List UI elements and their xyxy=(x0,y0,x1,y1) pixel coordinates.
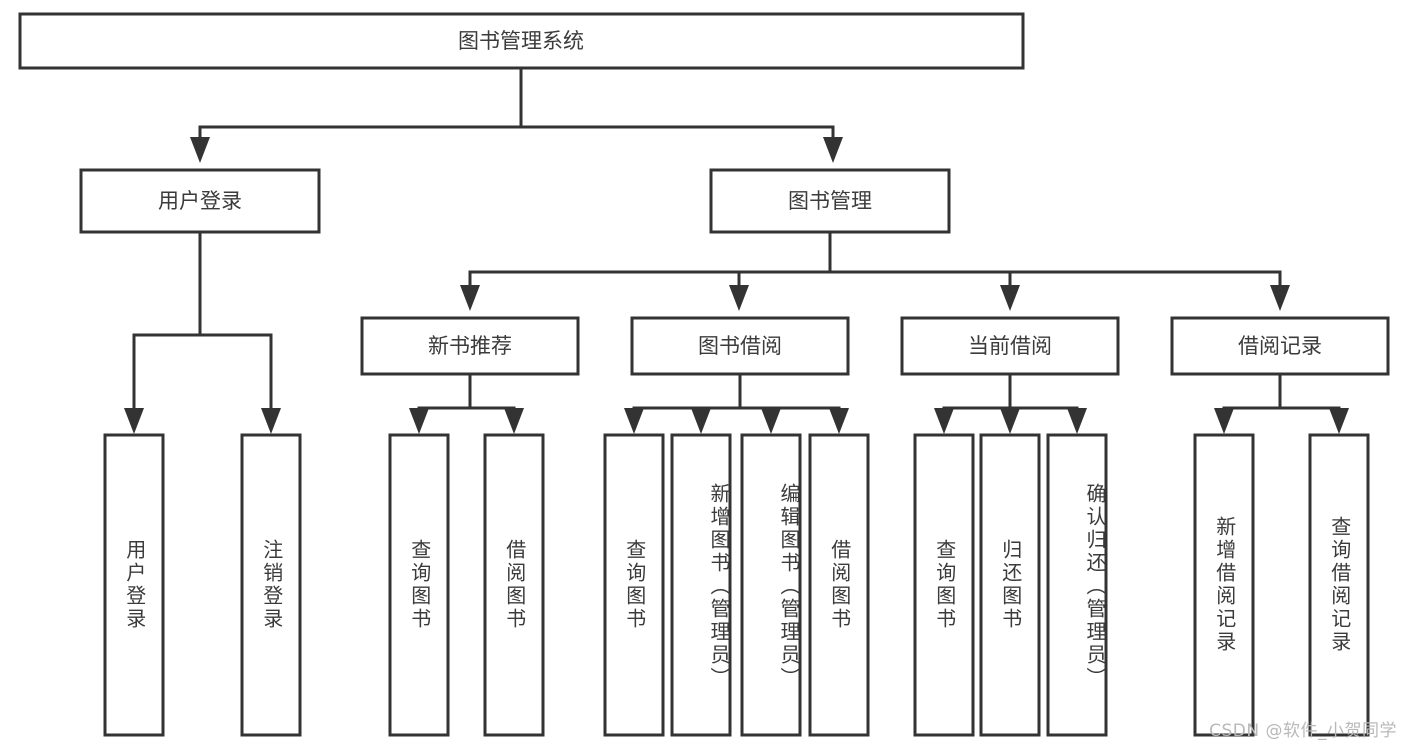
arrow-head-icon xyxy=(1214,408,1234,434)
book-management-label: 图书管理 xyxy=(788,189,872,213)
connector-borrow-record-leaves xyxy=(1214,372,1349,434)
arrow-head-icon xyxy=(504,408,524,434)
leaf-box-book-borrow-2[interactable] xyxy=(740,433,802,737)
new-book-recommend-label: 新书推荐 xyxy=(428,334,512,358)
leaf-box-new-book-1[interactable] xyxy=(483,433,545,737)
user-login-box[interactable] xyxy=(79,168,321,234)
leaf-box-book-borrow-1[interactable] xyxy=(670,433,732,737)
new-book-recommend-box[interactable] xyxy=(360,316,580,376)
arrow-head-icon xyxy=(1000,408,1020,434)
connector-current-borrow-leaves xyxy=(934,372,1087,434)
arrow-head-icon xyxy=(823,137,843,163)
root-box[interactable] xyxy=(18,12,1025,70)
arrow-head-icon xyxy=(691,408,711,434)
root-label: 图书管理系统 xyxy=(458,29,584,53)
arrow-head-icon xyxy=(1329,408,1349,434)
arrow-head-icon xyxy=(1270,285,1290,311)
book-borrow-label: 图书借阅 xyxy=(698,334,782,358)
arrow-head-icon xyxy=(124,408,144,434)
leaf-box-new-book-0[interactable] xyxy=(388,433,450,737)
leaf-box-book-borrow-3[interactable] xyxy=(808,433,870,737)
node-new-book-recommend[interactable]: 新书推荐 xyxy=(360,316,580,376)
user-login-label: 用户登录 xyxy=(158,189,242,213)
leaf-box-current-borrow-1[interactable] xyxy=(979,433,1041,737)
connector-user-login-leaves xyxy=(124,230,281,434)
leaf-box-borrow-record-0[interactable] xyxy=(1193,433,1255,737)
connector-new-book-recommend-leaves xyxy=(409,372,524,434)
arrow-head-icon xyxy=(409,408,429,434)
arrow-head-icon xyxy=(1000,285,1020,311)
connector-book-management-fan xyxy=(460,230,1290,311)
current-borrow-label: 当前借阅 xyxy=(968,334,1052,358)
csdn-watermark: CSDN @软件_小贺同学 xyxy=(1209,721,1397,741)
node-root[interactable]: 图书管理系统 xyxy=(18,12,1025,70)
arrow-head-icon xyxy=(1067,408,1087,434)
node-book-management[interactable]: 图书管理 xyxy=(709,168,951,234)
node-user-login[interactable]: 用户登录 xyxy=(79,168,321,234)
node-borrow-record[interactable]: 借阅记录 xyxy=(1170,316,1390,376)
node-current-borrow[interactable]: 当前借阅 xyxy=(900,316,1120,376)
connector-root-fan xyxy=(190,66,843,163)
connector-book-borrow-leaves xyxy=(624,372,849,434)
node-book-borrow[interactable]: 图书借阅 xyxy=(630,316,850,376)
leaf-box-user-login-1[interactable] xyxy=(240,433,302,737)
arrow-head-icon xyxy=(261,408,281,434)
leaf-box-book-borrow-0[interactable] xyxy=(603,433,665,737)
arrow-head-icon xyxy=(934,408,954,434)
leaf-box-current-borrow-0[interactable] xyxy=(913,433,975,737)
arrow-head-icon xyxy=(190,137,210,163)
arrow-head-icon xyxy=(729,285,749,311)
borrow-record-label: 借阅记录 xyxy=(1238,334,1322,358)
leaf-box-current-borrow-2[interactable] xyxy=(1046,433,1108,737)
arrow-head-icon xyxy=(761,408,781,434)
arrow-head-icon xyxy=(460,285,480,311)
leaf-box-user-login-0[interactable] xyxy=(103,433,165,737)
arrow-head-icon xyxy=(829,408,849,434)
current-borrow-box[interactable] xyxy=(900,316,1120,376)
leaf-box-borrow-record-1[interactable] xyxy=(1308,433,1370,737)
arrow-head-icon xyxy=(624,408,644,434)
